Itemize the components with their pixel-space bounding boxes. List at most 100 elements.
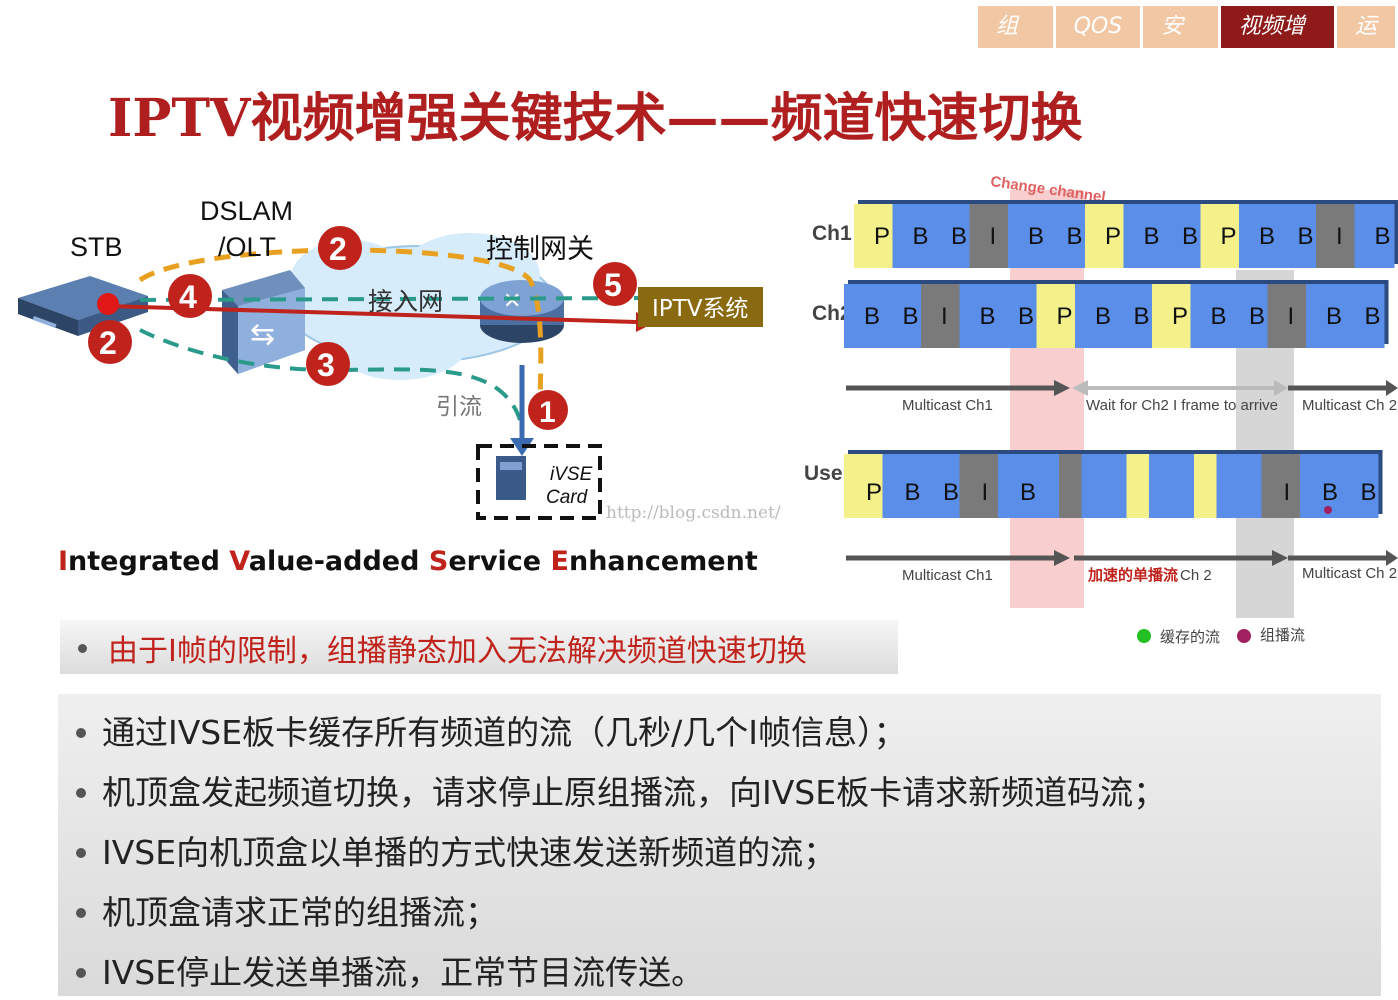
svg-text:B: B [1018, 303, 1034, 330]
svg-text:1: 1 [539, 396, 556, 429]
step-circle-5: 5 [593, 262, 637, 306]
frame-B: B [1162, 200, 1206, 268]
arrow1-label-c: Multicast Ch 2 [1302, 397, 1397, 414]
arrow2-label-c: Multicast Ch 2 [1302, 565, 1397, 582]
svg-text:B: B [1259, 223, 1275, 250]
timeline-arrow-1 [846, 380, 1398, 396]
svg-text:B: B [905, 479, 921, 506]
svg-text:B: B [1322, 479, 1338, 506]
svg-text:B: B [1326, 303, 1342, 330]
stb-label: STB [70, 232, 123, 262]
dslam-label: DSLAM [200, 196, 293, 226]
svg-text:I: I [982, 479, 989, 506]
svg-text:B: B [1144, 223, 1160, 250]
list-item: IVSE向机顶盒以单播的方式快速发送新频道的流； [58, 816, 1378, 876]
iptv-system-box [638, 287, 763, 327]
svg-text:B: B [864, 303, 880, 330]
frame-B: B [1229, 280, 1273, 348]
svg-text:I: I [1284, 479, 1291, 506]
tab-multicast[interactable]: 组播 [978, 6, 1053, 81]
ivse-expansion: Integrated Value-added Service Enhanceme… [58, 546, 758, 577]
frame-B: B [1344, 280, 1389, 348]
iptv-system-label: IPTV系统 [652, 296, 748, 322]
tab-video-enhance[interactable]: 视频增强 [1220, 6, 1334, 81]
user-label: User [804, 462, 851, 485]
tab-qos[interactable]: QOS [1055, 6, 1141, 48]
frame-B: B [1306, 280, 1350, 348]
dslam-device-icon: ⇆ [222, 270, 305, 374]
frame-P: P [1200, 200, 1245, 268]
svg-text:B: B [1211, 303, 1227, 330]
ch2-label: Ch2 [812, 302, 852, 325]
frame-B: B [1354, 200, 1398, 268]
svg-text:B: B [1067, 223, 1083, 250]
page-title: IPTV视频增强关键技术——频道快速切换 [108, 88, 1083, 149]
arrow2-label-a: Multicast Ch1 [902, 567, 993, 584]
frame-I: I [921, 280, 965, 348]
tab-operation[interactable]: 运 [1336, 6, 1395, 48]
list-item: 机顶盒发起频道切换，请求停止原组播流，向IVSE板卡请求新频道码流； [58, 756, 1378, 816]
arrow2-label-b-red: 加速的单播流 [1087, 566, 1178, 584]
svg-text:P: P [1172, 303, 1188, 330]
svg-text:B: B [1365, 303, 1381, 330]
svg-text:Card: Card [546, 487, 589, 508]
teal-unicast-path [139, 296, 651, 302]
svg-text:B: B [1182, 223, 1198, 250]
frame-B: B [1277, 200, 1322, 268]
legend-multicast-label: 组播流 [1260, 627, 1305, 644]
list-item: 机顶盒请求正常的组播流； [58, 876, 1378, 936]
ivse-card-box [476, 444, 602, 520]
callout-bullet [78, 644, 87, 653]
frame-P: P [1036, 280, 1081, 348]
list-item: IVSE停止发送单播流，正常节目流传送。 [58, 936, 1378, 996]
frame-B: B [1239, 200, 1283, 268]
frame-P: P [844, 450, 888, 518]
arrow1-label-a: Multicast Ch1 [902, 397, 993, 414]
frame-B: B [1300, 450, 1344, 518]
svg-text:B: B [1095, 303, 1111, 330]
svg-text:3: 3 [317, 347, 335, 383]
frame-I: I [1261, 450, 1306, 518]
olt-label: /OLT [218, 232, 276, 262]
frame-B: B [882, 280, 927, 348]
frame-B: B [882, 450, 927, 518]
step-circle-2-stb: 2 [88, 320, 132, 364]
network-diagram: ⇆ ✕ 2 4 2 3 5 1 IPTV系统 [18, 196, 781, 523]
bullet-list: 通过IVSE板卡缓存所有频道的流（几秒/几个I帧信息）； 机顶盒发起频道切换，请… [58, 694, 1381, 996]
list-item: 通过IVSE板卡缓存所有频道的流（几秒/几个I帧信息）； [58, 696, 1378, 756]
svg-text:5: 5 [604, 267, 622, 303]
tab-security[interactable]: 安全 [1143, 6, 1218, 81]
svg-text:P: P [874, 223, 890, 250]
callout-box: 由于I帧的限制，组播静态加入无法解决频道快速切换 [60, 620, 898, 674]
svg-text:⇆: ⇆ [250, 318, 275, 351]
user-frame-row: PBBIBBIBBPBBPBBIBB [844, 450, 1383, 518]
frame-B: B [1113, 280, 1158, 348]
svg-text:B: B [943, 479, 959, 506]
svg-text:B: B [1020, 479, 1036, 506]
step-circle-2-top: 2 [318, 226, 362, 270]
svg-text:B: B [1361, 479, 1377, 506]
svg-text:P: P [1221, 223, 1237, 250]
svg-text:B: B [1028, 223, 1044, 250]
top-tab-bar: 组播 QOS 安全 视频增强 运 [978, 6, 1398, 81]
frame-P: P [1085, 200, 1129, 268]
svg-text:P: P [1057, 303, 1073, 330]
legend-cached-dot [1137, 629, 1151, 643]
frame-I: I [1316, 200, 1360, 268]
step-circle-1: 1 [528, 390, 568, 430]
frame-B: B [1046, 200, 1091, 268]
svg-text:B: B [1249, 303, 1265, 330]
svg-text:P: P [866, 479, 882, 506]
step-circle-4: 4 [168, 274, 212, 318]
frame-I: I [969, 200, 1014, 268]
arrow1-label-b: Wait for Ch2 I frame to arrive [1086, 397, 1278, 414]
svg-text:P: P [1105, 223, 1121, 250]
frame-B: B [998, 450, 1042, 518]
svg-text:B: B [1134, 303, 1150, 330]
svg-text:B: B [951, 223, 967, 250]
legend-multicast-dot [1237, 629, 1251, 643]
frame-B: B [1123, 200, 1168, 268]
frame-P: P [854, 200, 898, 268]
